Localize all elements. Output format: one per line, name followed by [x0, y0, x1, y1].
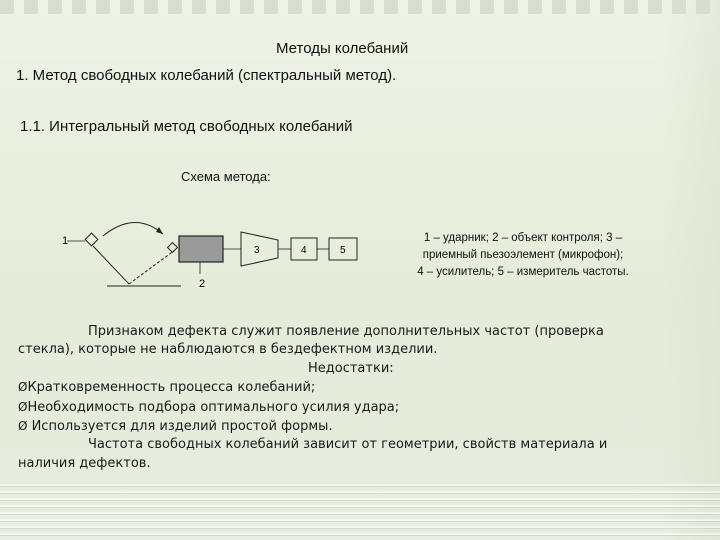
bullet-arrow-icon: Ø — [18, 399, 28, 414]
diagram-label-3: 3 — [254, 245, 260, 256]
diagram-label-5: 5 — [340, 245, 346, 256]
drawbacks-heading: Недостатки: — [308, 360, 394, 376]
support-right — [128, 249, 176, 285]
slide-title: Методы колебаний — [276, 40, 409, 57]
bullet-arrow-icon: Ø — [18, 419, 28, 434]
bullet-text: Необходимость подбора оптимального усили… — [27, 399, 400, 415]
body-text: Признаком дефекта служит появление допол… — [18, 323, 678, 473]
paragraph-2-line-2: наличия дефектов. — [18, 455, 151, 471]
legend-line-3: 4 – усилитель; 5 – измеритель частоты. — [417, 266, 629, 278]
paragraph-1-line-2: стекла), которые не наблюдаются в бездеф… — [18, 342, 438, 358]
bullet-item: Ø Используется для изделий простой формы… — [18, 417, 678, 436]
method-heading: 1. Метод свободных колебаний (спектральн… — [16, 67, 397, 84]
striker — [84, 232, 99, 247]
bullet-text: Кратковременность процесса колебаний; — [27, 380, 316, 396]
test-object — [178, 235, 224, 263]
paper-edge-decoration — [0, 480, 720, 540]
microphone — [240, 231, 279, 267]
scheme-label: Схема метода: — [181, 169, 271, 184]
method-diagram: 1 2 3 4 5 — [62, 222, 358, 290]
paragraph-1-line-1: Признаком дефекта служит появление допол… — [88, 324, 604, 339]
legend-line-2: приемный пьезоэлемент (микрофон); — [422, 249, 624, 261]
contact-point — [166, 241, 179, 254]
right-decoration — [660, 0, 720, 540]
top-decoration — [0, 0, 720, 14]
paragraph-2-line-1: Частота свободных колебаний зависит от г… — [88, 437, 608, 453]
diagram-label-2: 2 — [199, 278, 205, 290]
frequency-meter — [328, 237, 358, 261]
legend-line-1: 1 – ударник; 2 – объект контроля; 3 – — [423, 232, 623, 244]
bullet-item: ØКратковременность процесса колебаний; — [18, 378, 678, 397]
submethod-heading: 1.1. Интегральный метод свободных колеба… — [20, 118, 353, 135]
impact-arc — [102, 222, 164, 237]
bullet-text: Используется для изделий простой формы. — [27, 419, 333, 435]
arc-arrowhead — [156, 227, 163, 234]
support-left — [92, 245, 130, 285]
diagram-legend: 1 – ударник; 2 – объект контроля; 3 – пр… — [388, 230, 658, 281]
bullet-item: ØНеобходимость подбора оптимального усил… — [18, 398, 678, 417]
bullet-arrow-icon: Ø — [18, 380, 28, 395]
diagram-label-4: 4 — [301, 245, 307, 256]
diagram-label-1: 1 — [62, 235, 68, 247]
